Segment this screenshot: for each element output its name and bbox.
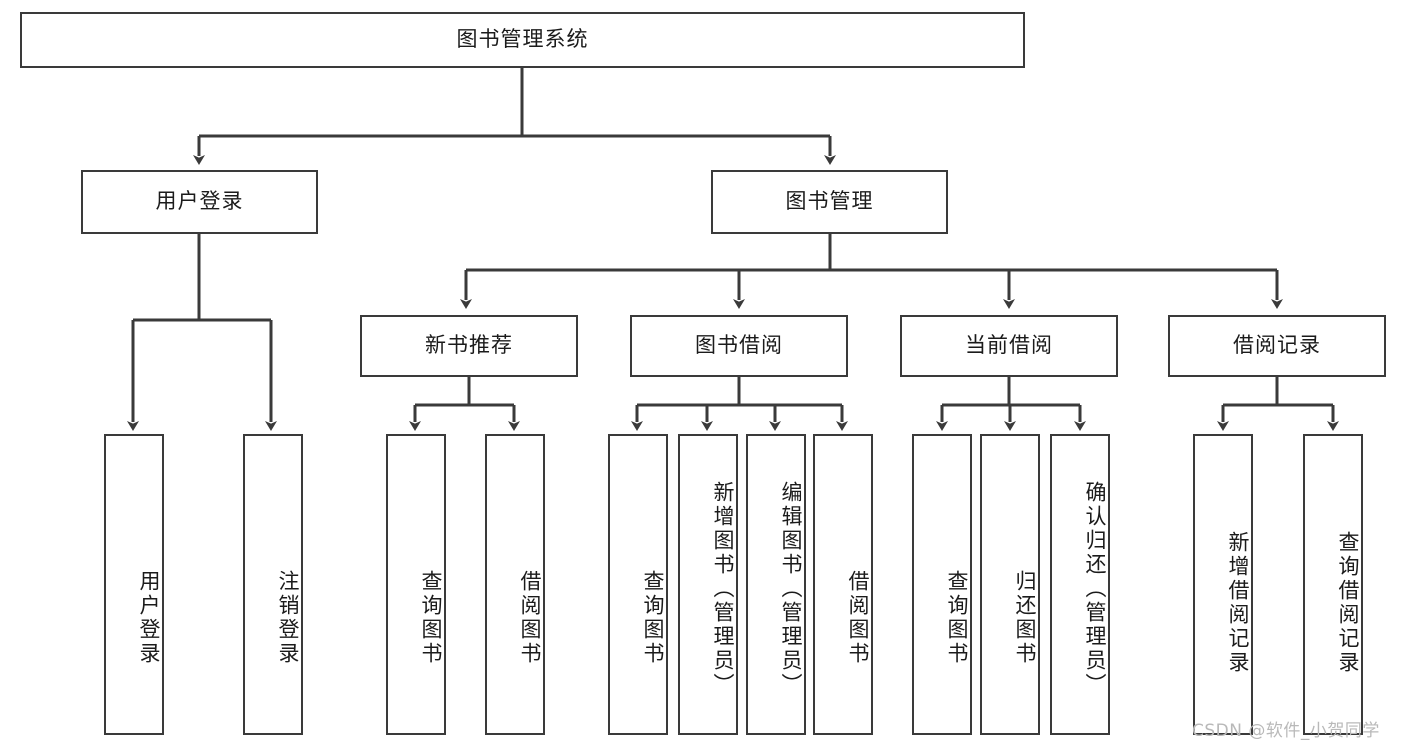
node-book-management[interactable]: 图书管理: [711, 170, 948, 234]
node-book-management-label: 图书管理: [785, 189, 874, 214]
leaf-current-return-book[interactable]: 归还图书: [980, 434, 1040, 735]
node-current-borrow[interactable]: 当前借阅: [900, 315, 1118, 377]
leaf-current-query-book-label: 查询图书: [945, 569, 969, 666]
node-root-system-label: 图书管理系统: [456, 27, 589, 52]
node-user-login-label: 用户登录: [155, 189, 244, 214]
leaf-record-query-record-label: 查询借阅记录: [1336, 530, 1360, 675]
leaf-record-add-record-label: 新增借阅记录: [1226, 530, 1250, 675]
node-book-borrow-label: 图书借阅: [695, 333, 783, 358]
leaf-current-confirm-return-admin-label: 确认归还（管理员）: [1083, 480, 1107, 697]
node-borrow-record-label: 借阅记录: [1233, 333, 1321, 358]
leaf-user-login-logout[interactable]: 注销登录: [243, 434, 303, 735]
node-new-book-recommend-label: 新书推荐: [425, 333, 513, 358]
leaf-borrow-add-book-admin-label: 新增图书（管理员）: [711, 480, 735, 697]
leaf-recommend-query-book-label: 查询图书: [419, 569, 443, 666]
leaf-borrow-edit-book-admin[interactable]: 编辑图书（管理员）: [746, 434, 806, 735]
leaf-current-query-book[interactable]: 查询图书: [912, 434, 972, 735]
leaf-borrow-query-book[interactable]: 查询图书: [608, 434, 668, 735]
leaf-user-login-logout-label: 注销登录: [276, 569, 300, 666]
node-book-borrow[interactable]: 图书借阅: [630, 315, 848, 377]
leaf-user-login-login-label: 用户登录: [137, 569, 161, 666]
leaf-borrow-borrow-book[interactable]: 借阅图书: [813, 434, 873, 735]
leaf-current-confirm-return-admin[interactable]: 确认归还（管理员）: [1050, 434, 1110, 735]
leaf-borrow-edit-book-admin-label: 编辑图书（管理员）: [779, 480, 803, 697]
node-borrow-record[interactable]: 借阅记录: [1168, 315, 1386, 377]
node-current-borrow-label: 当前借阅: [965, 333, 1053, 358]
csdn-watermark: CSDN @软件_小贺同学: [1192, 721, 1380, 741]
node-new-book-recommend[interactable]: 新书推荐: [360, 315, 578, 377]
leaf-borrow-add-book-admin[interactable]: 新增图书（管理员）: [678, 434, 738, 735]
leaf-recommend-query-book[interactable]: 查询图书: [386, 434, 446, 735]
leaf-user-login-login[interactable]: 用户登录: [104, 434, 164, 735]
leaf-record-add-record[interactable]: 新增借阅记录: [1193, 434, 1253, 735]
leaf-borrow-borrow-book-label: 借阅图书: [846, 569, 870, 666]
node-root-system[interactable]: 图书管理系统: [20, 12, 1025, 68]
node-user-login[interactable]: 用户登录: [81, 170, 318, 234]
leaf-recommend-borrow-book-label: 借阅图书: [518, 569, 542, 666]
leaf-borrow-query-book-label: 查询图书: [641, 569, 665, 666]
leaf-current-return-book-label: 归还图书: [1013, 569, 1037, 666]
leaf-recommend-borrow-book[interactable]: 借阅图书: [485, 434, 545, 735]
leaf-record-query-record[interactable]: 查询借阅记录: [1303, 434, 1363, 735]
